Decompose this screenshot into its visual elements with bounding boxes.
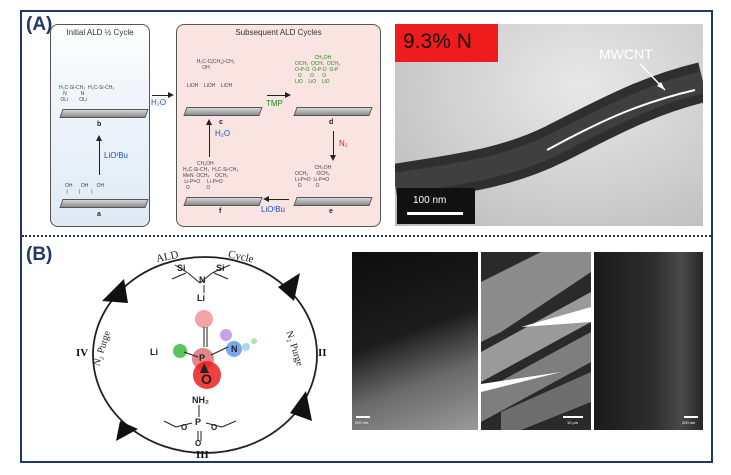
tem-image: 9.3% N MWCNT 100 nm <box>395 24 703 226</box>
arrow-b-to-c <box>152 92 174 98</box>
tem-scale-bar-label: 100 nm <box>413 195 447 206</box>
atom-o-bottom: O <box>195 439 202 448</box>
reagent-tmp: TMP <box>266 99 283 108</box>
atom-n-top: N <box>199 275 206 285</box>
atom-li-center: Li <box>150 347 158 357</box>
surface-f <box>183 197 263 206</box>
atom-nh2: NH₂ <box>192 395 209 405</box>
surface-d <box>293 107 373 116</box>
mwcnt-annotation: MWCNT <box>599 46 653 62</box>
reagent-lithium-tbutoxide-1: LiOᵗBu <box>104 151 128 160</box>
nanotube-drawing <box>395 62 703 204</box>
atom-o-bottom-left: O <box>181 423 188 432</box>
surface-b-molecules: H₃C‑Si‑CH₃ H₃C‑Si‑CH₃ N N OLi OLi <box>59 85 115 103</box>
arrow-f-to-c <box>206 119 212 157</box>
step-c-letter: c <box>219 119 223 126</box>
reagent-water-2: H₂O <box>215 129 231 138</box>
figure-frame <box>20 10 713 463</box>
subsequent-cycles-title: Subsequent ALD Cycles <box>235 28 322 37</box>
surface-e <box>293 197 373 206</box>
sem-image-2: 10 μm <box>481 252 591 430</box>
step-f-letter: f <box>219 208 222 215</box>
arrow-c-to-d <box>267 92 291 98</box>
atom-p-bottom: P <box>195 417 202 427</box>
step-d-letter: d <box>329 119 334 126</box>
atom-si-right: Si <box>216 263 225 273</box>
atom-o-center: O <box>201 371 212 387</box>
sem-2-scale-label: 10 μm <box>567 420 579 425</box>
sem-1-scale-label: 200 nm <box>355 420 369 425</box>
sem-3-scale-bar <box>684 416 698 418</box>
panel-b-label: (B) <box>26 244 53 265</box>
sem-1-scale-bar <box>356 416 370 418</box>
nitrogen-content-text: 9.3% N <box>403 30 472 53</box>
step-iii-label: III <box>196 449 209 461</box>
step-iv-label: IV <box>76 347 89 359</box>
tem-scale-bar <box>407 212 463 215</box>
initial-half-cycle-title: Initial ALD ½ Cycle <box>66 28 134 37</box>
arrow-a-to-b <box>96 135 102 175</box>
sem-2-scale-bar <box>563 416 583 418</box>
surface-c <box>183 107 263 116</box>
step-e-letter: e <box>329 208 333 215</box>
atom-si-left: Si <box>177 263 186 273</box>
tem-scale-bar-box: 100 nm <box>397 188 475 224</box>
sem-image-3: 200 nm <box>594 252 703 430</box>
nitrogen-content-badge: 9.3% N <box>395 24 498 62</box>
step-b-letter: b <box>97 121 102 128</box>
cycle-ring <box>92 256 318 454</box>
arrow-e-to-f <box>263 196 289 202</box>
panel-a-label: (A) <box>26 14 53 35</box>
panel-divider <box>22 235 711 237</box>
ald-cycle-diagram: ALD Cycle Si Si N Li Li P N O NH₂ P O O … <box>76 243 330 461</box>
atom-n-center: N <box>231 344 238 354</box>
reagent-water-1: H₂O <box>151 98 167 107</box>
initial-half-cycle-box: Initial ALD ½ Cycle H₃C‑Si‑CH₃ H₃C‑Si‑CH… <box>50 24 150 227</box>
step-a-letter: a <box>97 211 101 218</box>
sem-3-scale-label: 200 nm <box>682 420 696 425</box>
sem-image-1: 200 nm <box>352 252 478 430</box>
surface-b <box>59 109 149 118</box>
reagent-nitrogen: N₂ <box>339 139 348 148</box>
step-ii-label: II <box>318 347 327 359</box>
surface-a-molecules: OH OH OH | | | <box>65 183 105 195</box>
sem-2-trench-drawing <box>481 252 591 430</box>
arrow-d-to-e <box>330 131 336 161</box>
atom-p-center: P <box>199 353 206 363</box>
surface-a <box>59 199 149 208</box>
atom-o-bottom-right: O <box>211 423 218 432</box>
atom-li-top: Li <box>197 293 205 303</box>
reagent-lithium-tbutoxide-2: LiOᵗBu <box>261 205 285 214</box>
